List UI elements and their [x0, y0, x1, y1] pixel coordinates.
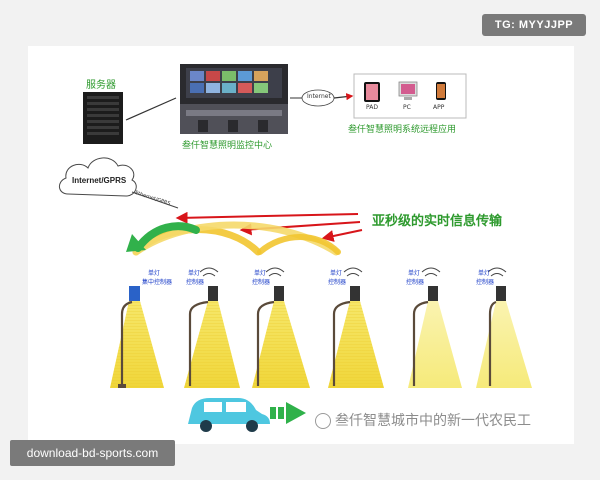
concentrator-label-1: 单灯 — [148, 270, 161, 277]
controller-label-5b: 控制器 — [406, 279, 425, 286]
device-label-pc: PC — [403, 104, 411, 111]
concentrator-label-2: 集中控制器 — [142, 279, 173, 286]
controller-label-5a: 单灯 — [408, 270, 421, 277]
controller-label-4b: 控制器 — [328, 279, 347, 286]
server-icon — [83, 92, 123, 144]
lamp-controller-5 — [408, 267, 462, 388]
site-badge: download-bd-sports.com — [10, 440, 175, 466]
tg-badge: TG: MYYJJPP — [482, 14, 586, 36]
cloud-label: Internet/GPRS — [72, 176, 127, 185]
car-icon — [188, 398, 270, 432]
lamp-controller-2 — [184, 267, 240, 388]
controller-label-3b: 控制器 — [252, 279, 271, 286]
lamp-concentrator — [110, 286, 164, 388]
controller-label-3a: 单灯 — [254, 270, 267, 277]
diagram-graphics — [59, 64, 532, 432]
watermark-text: 叁仟智慧城市中的新一代农民工 — [335, 413, 531, 429]
street-lamps — [110, 267, 532, 388]
lamp-controller-3 — [252, 267, 310, 388]
diagram-canvas: 服务器 叁仟智慧照明监控中心 Internet 叁仟智慧照明系统远程应用 PAD… — [28, 46, 574, 444]
signal-arcs — [126, 221, 341, 256]
internet-bubble-label: Internet — [307, 93, 331, 100]
cloud-icon — [59, 157, 137, 197]
controller-label-6a: 单灯 — [478, 270, 491, 277]
device-label-app: APP — [433, 104, 445, 111]
remote-apps-label: 叁仟智慧照明系统远程应用 — [348, 125, 457, 135]
wechat-icon — [315, 413, 331, 429]
direction-arrow-icon — [270, 402, 306, 424]
monitor-center-photo — [180, 64, 288, 134]
monitor-center-label: 叁仟智慧照明监控中心 — [182, 141, 273, 151]
remote-apps-frame — [353, 73, 467, 119]
lamp-controller-6 — [476, 267, 532, 388]
server-label: 服务器 — [86, 80, 116, 91]
controller-label-2b: 控制器 — [186, 279, 205, 286]
server-link — [125, 97, 177, 121]
realtime-label: 亚秒级的实时信息传输 — [372, 214, 503, 229]
watermark: 叁仟智慧城市中的新一代农民工 — [315, 410, 531, 430]
controller-label-4a: 单灯 — [330, 270, 343, 277]
controller-label-6b: 控制器 — [476, 279, 495, 286]
network-link — [131, 191, 179, 209]
lamp-controller-4 — [328, 267, 384, 388]
controller-label-2a: 单灯 — [188, 270, 201, 277]
device-label-pad: PAD — [366, 104, 378, 111]
